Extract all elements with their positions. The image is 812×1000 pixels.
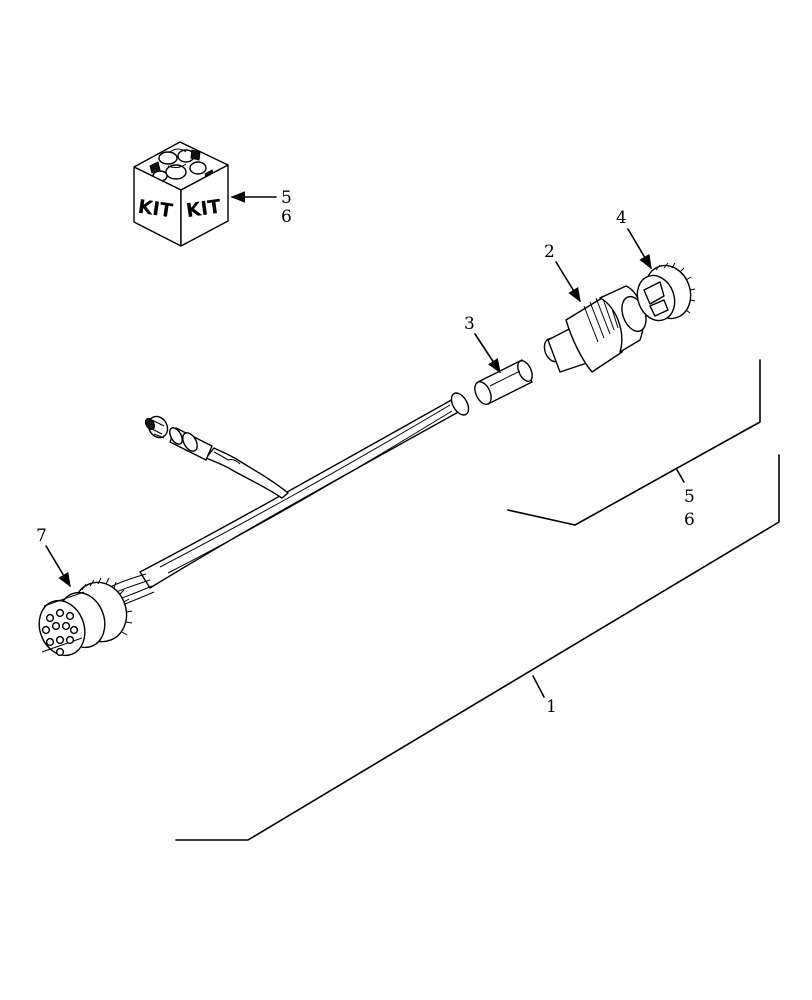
kit-face-right-label: KIT [185, 196, 223, 223]
callout-2: 2 [544, 242, 555, 262]
kit-face-left-label: KIT [136, 196, 174, 223]
callout-5-6-leader [676, 469, 685, 483]
callout-2-leader [555, 261, 581, 303]
bracket-item-5-6 [507, 359, 761, 526]
harness-branch-cable [205, 447, 289, 499]
item-2-plug-connector-icon [543, 285, 647, 373]
bracket-item-1 [175, 454, 780, 841]
callout-4-leader [627, 228, 652, 270]
callout-4: 4 [616, 208, 627, 228]
harness-main-cable [139, 397, 463, 589]
callout-7-leader [45, 545, 71, 588]
callout-3: 3 [464, 314, 475, 334]
branch-connector-icon [144, 415, 213, 461]
callout-1: 1 [546, 697, 557, 717]
harness-sleeve-end [450, 392, 470, 416]
item-4-retaining-ring-icon [636, 262, 696, 322]
callout-3-leader [474, 333, 501, 374]
kit-ref-5: 5 [281, 188, 292, 208]
callout-1-leader [532, 675, 545, 698]
item-7-round-connector-icon [38, 577, 133, 657]
kit-ref-6: 6 [281, 207, 292, 227]
callout-6: 6 [684, 510, 695, 530]
kit-box-icon [133, 141, 229, 247]
item-3-tube-icon [474, 359, 533, 405]
callout-7: 7 [36, 526, 47, 546]
callout-5: 5 [684, 487, 695, 507]
